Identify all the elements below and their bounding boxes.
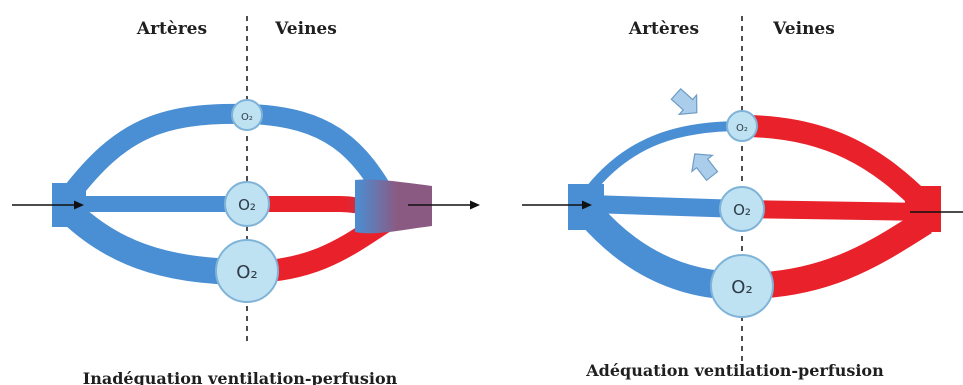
panel-caption: Adéquation ventilation-perfusion <box>585 361 884 380</box>
alveolus-large: O₂ <box>215 239 279 303</box>
alveolus-medium: O₂ <box>224 181 270 227</box>
top-vessel <box>60 103 398 210</box>
panel-caption: Inadéquation ventilation-perfusion <box>83 369 398 385</box>
inflow-arrow <box>522 200 592 210</box>
veins-label: Veines <box>772 19 835 39</box>
panel-inadequation: O₂ O₂ O₂ Artères Veines Inadéquation ven… <box>12 16 480 385</box>
o2-label: O₂ <box>241 112 253 123</box>
vein-trunk <box>905 186 941 232</box>
top-vessel-arterial <box>586 121 743 194</box>
panel-adequation: O₂ O₂ O₂ Artères Veines Adéquation venti… <box>522 16 963 380</box>
alveolus-medium: O₂ <box>719 186 765 232</box>
arteries-label: Artères <box>136 19 207 39</box>
arteries-label: Artères <box>628 19 699 39</box>
o2-label: O₂ <box>733 201 751 219</box>
mixed-vein-trunk <box>355 179 432 234</box>
alveolus-small: O₂ <box>726 110 758 142</box>
o2-label: O₂ <box>236 262 257 283</box>
middle-vessel-venous <box>741 200 926 221</box>
middle-vessel-arterial <box>589 195 743 218</box>
airflow-arrow-icon <box>670 87 698 116</box>
o2-label: O₂ <box>731 277 752 298</box>
o2-label: O₂ <box>736 123 748 134</box>
inflow-arrow <box>12 200 84 210</box>
alveolus-large: O₂ <box>710 254 774 318</box>
outflow-arrow <box>408 200 480 210</box>
veins-label: Veines <box>274 19 337 39</box>
top-vessel-venous <box>741 115 933 213</box>
alveolus-small: O₂ <box>231 99 263 131</box>
o2-label: O₂ <box>238 196 256 214</box>
airflow-arrow-icon <box>691 153 719 182</box>
